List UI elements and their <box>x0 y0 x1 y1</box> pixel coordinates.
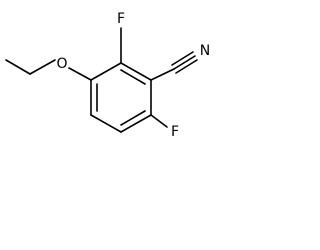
ring-bond <box>90 114 122 133</box>
bond-ring-to-oxygen <box>68 67 92 81</box>
triple-bond-line <box>173 55 196 70</box>
bond-ethyl-ch2-ch3 <box>5 59 31 75</box>
ring-bond <box>90 62 122 81</box>
fluorine-top-label: F <box>117 11 125 27</box>
ring-bond <box>120 62 152 81</box>
bond-ring-to-bottom-fluorine <box>150 114 168 128</box>
bond-ring-to-ch2 <box>150 68 175 81</box>
ring-double-bond-inner <box>120 69 146 85</box>
fluorine-bottom-label: F <box>171 124 179 140</box>
triple-bond-line <box>175 59 198 74</box>
triple-bond-line <box>171 51 194 66</box>
ring-bond <box>120 114 152 133</box>
ring-double-bond-inner <box>120 110 146 126</box>
nitrogen-label: N <box>200 43 210 59</box>
nitrile-triple-bond <box>171 51 198 74</box>
oxygen-label: O <box>56 56 67 72</box>
structure-diagram: F O F N <box>5 11 210 140</box>
benzene-ring <box>90 62 152 133</box>
bond-oxygen-to-ch2 <box>29 59 56 75</box>
